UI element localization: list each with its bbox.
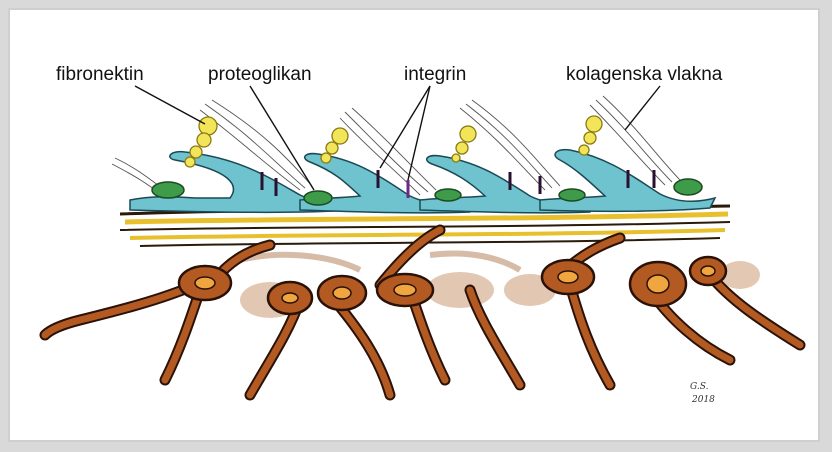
label-fibronectin: fibronektin xyxy=(56,64,144,85)
signature-initials: G.S. xyxy=(690,382,709,392)
signature-year: 2018 xyxy=(691,395,715,405)
label-proteoglycan: proteoglikan xyxy=(208,64,312,85)
dendritic-cells xyxy=(45,230,800,395)
fibronectin-clusters xyxy=(185,116,602,167)
label-collagen-fibers: kolagenska vlakna xyxy=(566,64,723,85)
label-integrin: integrin xyxy=(404,64,466,85)
